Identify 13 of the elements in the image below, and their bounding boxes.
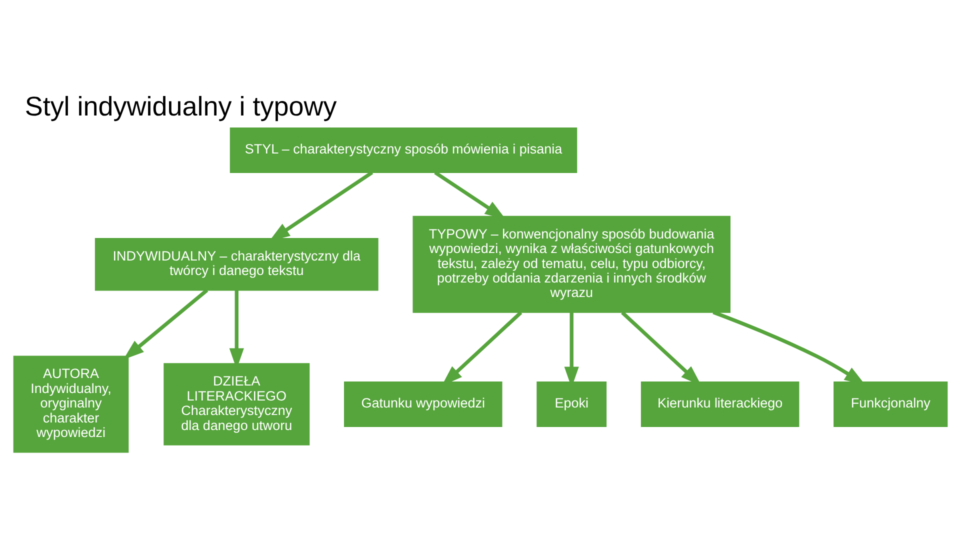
node-box: Gatunku wypowiedzi bbox=[344, 381, 502, 426]
node-box: Kierunku literackiego bbox=[640, 381, 799, 426]
node-box: AUTORA Indywidualny, oryginalny charakter wypowiedzi bbox=[12, 355, 128, 452]
node-box: STYL – charakterystyczny sposób mówienia i pisania bbox=[229, 127, 577, 172]
node-box: Funkcjonalny bbox=[833, 381, 948, 426]
node-box: INDYWIDUALNY – charakterystyczny dla twórcy i danego tekstu bbox=[94, 237, 378, 290]
arrow bbox=[268, 170, 373, 241]
arrow bbox=[434, 170, 506, 219]
node-box: Epoki bbox=[536, 381, 606, 426]
arrow bbox=[122, 288, 208, 360]
node-box: TYPOWY – konwencjonalny sposób budowania wypowiedzi, wynika z właściwości gatunkowych tekstu, zależy od tematu, celu, typu odbiorcy, potrzeby oddania zdarzenia i innych środków wyrazu bbox=[412, 215, 730, 312]
diagram-title: Styl indywidualny i typowy bbox=[24, 90, 336, 121]
node-box: DZIEŁA LITERACKIEGO Charakterystyczny dla danego utworu bbox=[163, 362, 310, 445]
